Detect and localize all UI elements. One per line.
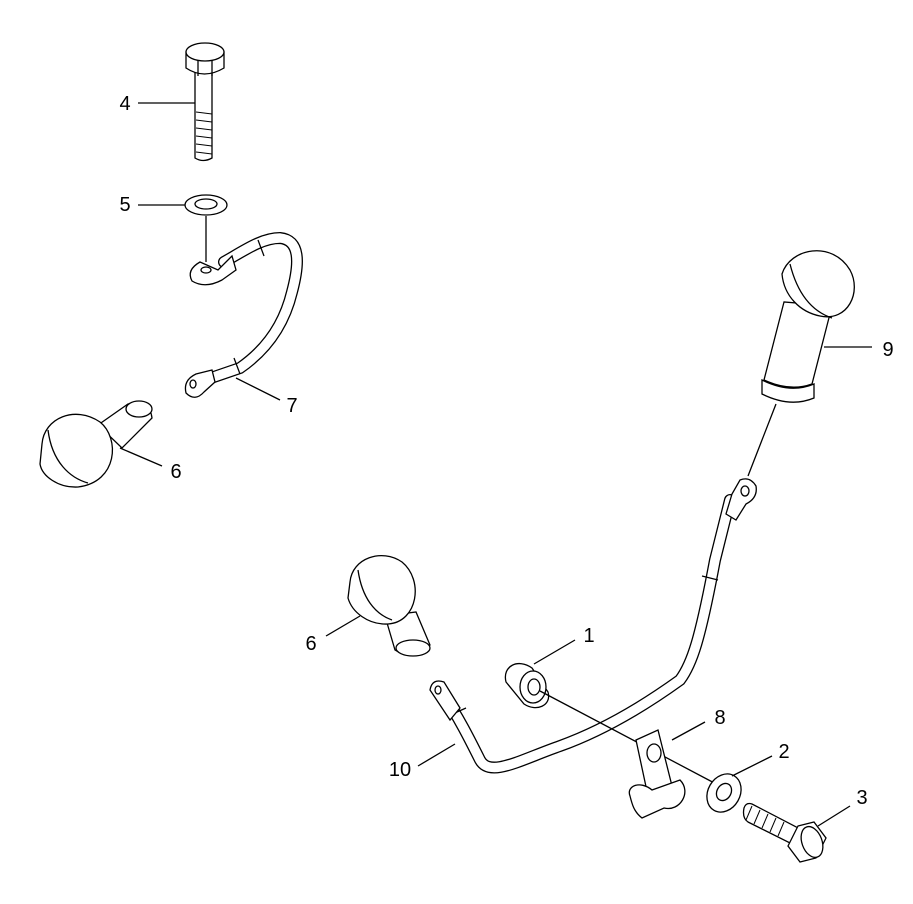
washer-part-2 (706, 773, 742, 813)
callout-7: 7 (286, 395, 297, 417)
cable-part-10 (429, 478, 757, 774)
callout-1: 1 (583, 625, 594, 647)
terminal-boot-part-6-left (39, 400, 153, 488)
callout-5: 5 (119, 194, 130, 216)
terminal-boot-part-6-lower (347, 554, 431, 657)
callout-10: 10 (389, 759, 411, 781)
assembly-line (539, 690, 721, 787)
leader-lines (119, 102, 872, 827)
terminal-cap-part-9 (761, 250, 855, 403)
spacer-part-1 (504, 663, 550, 709)
callout-6-lower: 6 (305, 633, 316, 655)
cable-part-7 (184, 231, 303, 398)
callout-6-left: 6 (170, 461, 181, 483)
bolt-part-4 (185, 42, 225, 162)
callout-2: 2 (778, 741, 789, 763)
callout-4: 4 (119, 93, 130, 115)
callout-9: 9 (882, 339, 893, 361)
assembly-line (747, 403, 777, 477)
bolt-part-3 (742, 802, 827, 863)
callout-8: 8 (714, 707, 725, 729)
callout-3: 3 (856, 787, 867, 809)
washer-part-5 (184, 194, 228, 216)
clamp-part-8 (628, 729, 686, 819)
